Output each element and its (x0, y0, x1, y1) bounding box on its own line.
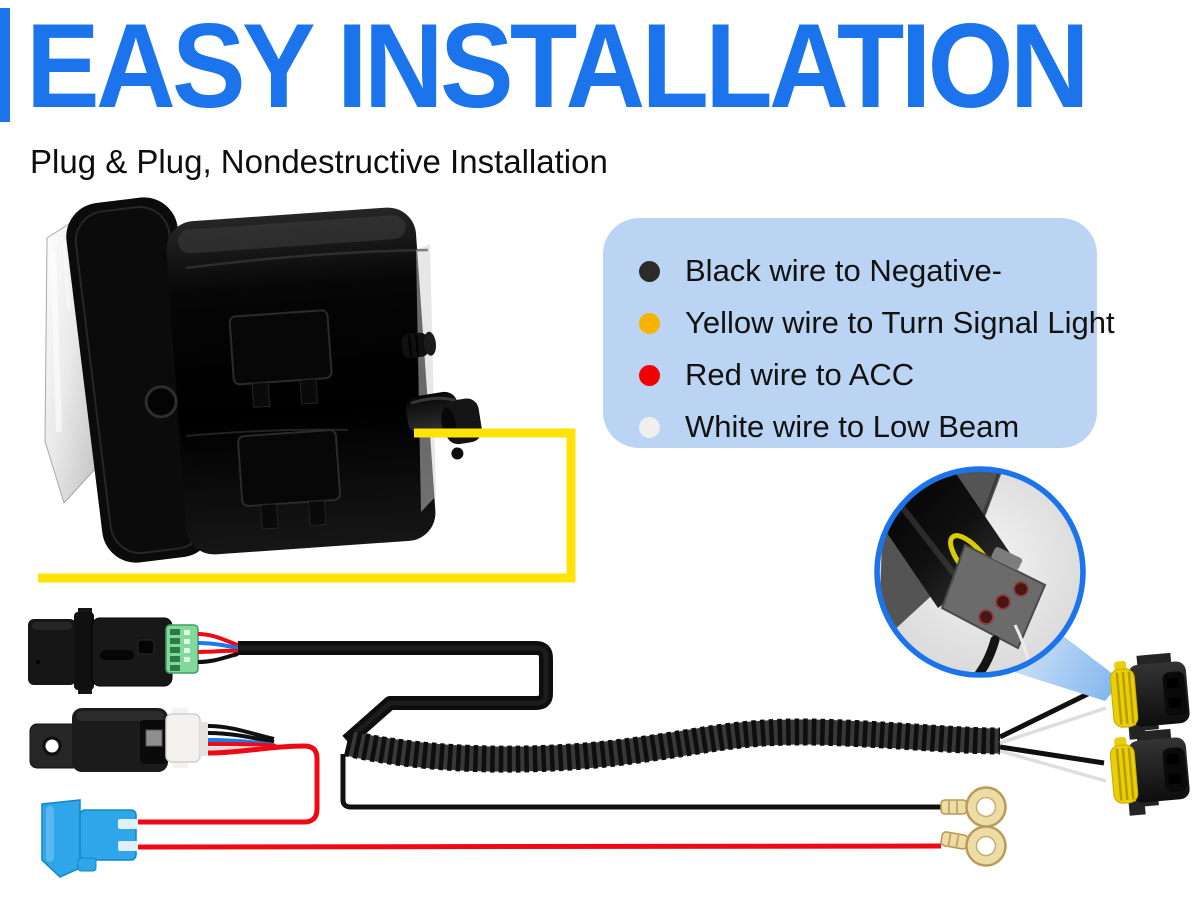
wire-guide-item: Yellow wire to Turn Signal Light (639, 297, 1115, 349)
wire-guide-item: White wire to Low Beam (639, 401, 1097, 453)
switch-pigtail-wires (197, 632, 239, 664)
wire-guide-label: Red wire to ACC (685, 357, 915, 392)
wire-guide-panel: Black wire to Negative- Yellow wire to T… (603, 218, 1115, 448)
red-bullet-icon (639, 364, 660, 386)
relay (29, 708, 277, 772)
fog-lamp-photo (44, 197, 482, 563)
acc-red-wire (137, 743, 320, 825)
accent-bar (0, 8, 10, 122)
rocker-switch (28, 608, 173, 694)
wire-guide-label: White wire to Low Beam (685, 409, 1020, 444)
bulb-socket-upper (1109, 652, 1190, 740)
bulb-socket-lower (1109, 728, 1190, 816)
green-terminal-block (165, 624, 199, 674)
wire-guide-item: Black wire to Negative- (639, 245, 1097, 297)
ring-terminal-upper (940, 786, 1007, 828)
wire-guide-label: Yellow wire to Turn Signal Light (685, 305, 1115, 340)
fog-lamp-body (144, 207, 436, 555)
page-title: EASY INSTALLATION (26, 0, 1090, 133)
relay-mount-tab (29, 723, 81, 769)
yellow-bullet-icon (639, 312, 660, 334)
relay-plug (165, 708, 208, 768)
black-ground-wire (340, 754, 941, 810)
ring-terminal-lower (940, 825, 1007, 867)
switch-cable (238, 641, 553, 747)
wiring-loom (343, 718, 1001, 773)
turn-signal-wire-path (38, 428, 576, 583)
bulb-socket-wires (998, 683, 1107, 783)
wire-guide-label: Black wire to Negative- (685, 253, 1003, 288)
relay-body (72, 708, 168, 772)
black-bullet-icon (639, 260, 660, 282)
fuse-tap-connector (41, 799, 138, 878)
switch-connector (28, 608, 239, 694)
red-power-wire (136, 843, 942, 850)
fog-lamp-adjuster-knob (401, 331, 437, 358)
wire-guide-item: Red wire to ACC (639, 349, 1097, 401)
relay-harness-wires (207, 724, 277, 751)
white-bullet-icon (639, 416, 660, 438)
switch-cable-sheen (238, 645, 549, 743)
inset-circle-photo (874, 466, 1086, 678)
page-subtitle: Plug & Plug, Nondestructive Installation (30, 143, 608, 180)
